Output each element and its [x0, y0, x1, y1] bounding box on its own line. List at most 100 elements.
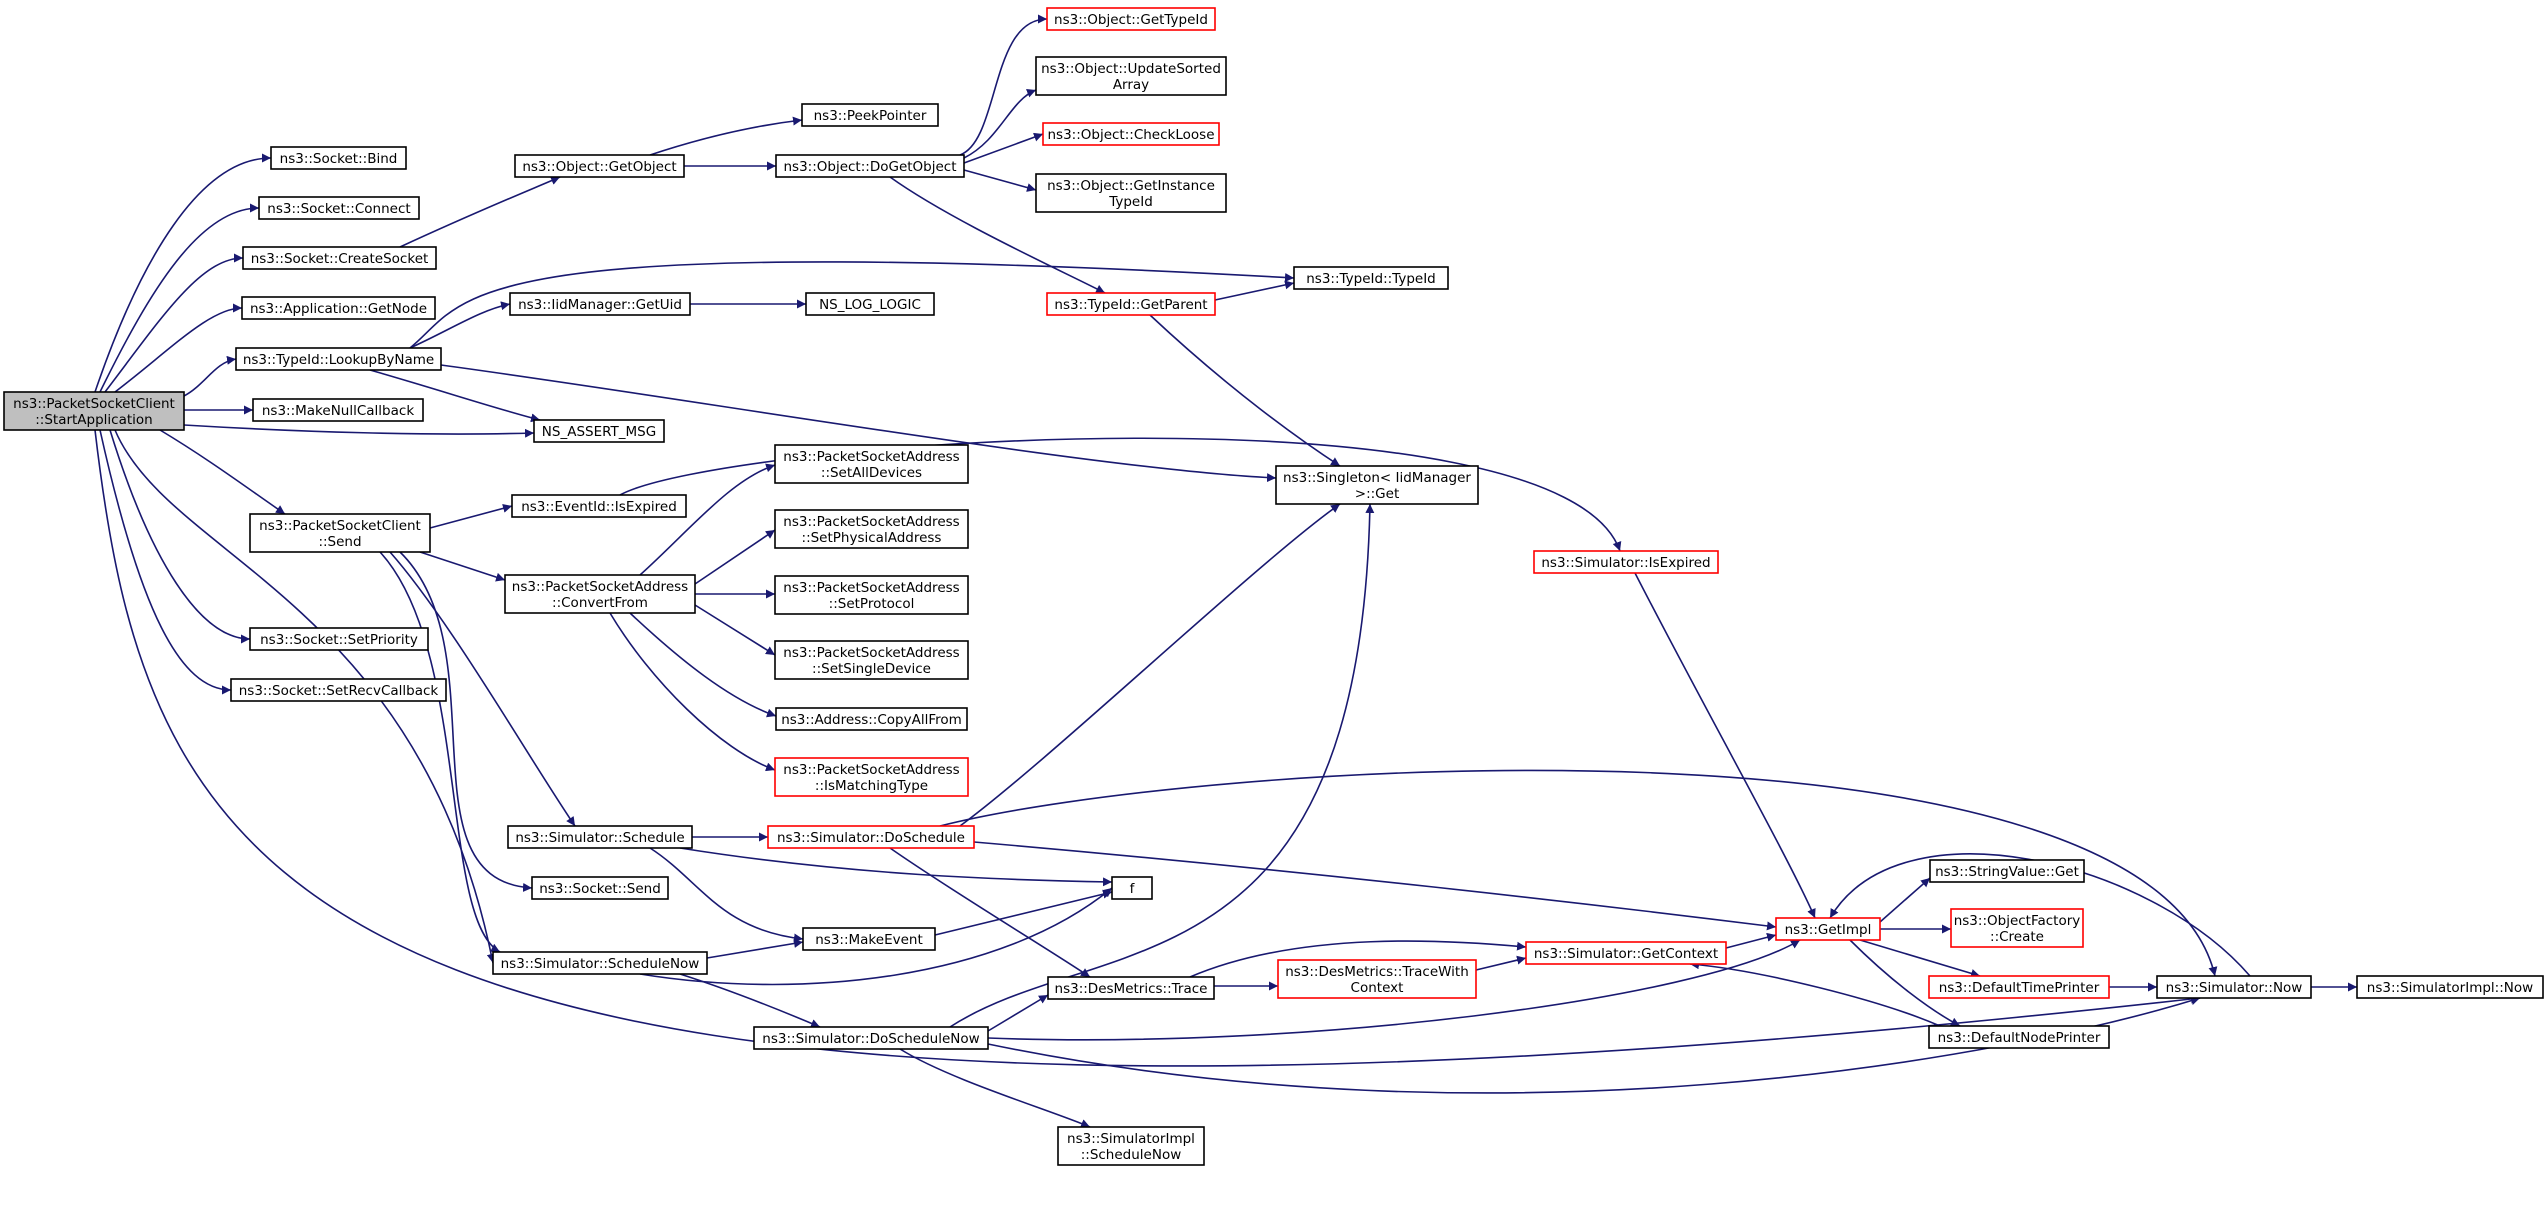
node-app_getnode[interactable]: ns3::Application::GetNode	[241, 296, 436, 320]
node-sim_isexpired[interactable]: ns3::Simulator::IsExpired	[1533, 550, 1719, 574]
node-sim_doschedule[interactable]: ns3::Simulator::DoSchedule	[767, 825, 975, 849]
node-peekpointer[interactable]: ns3::PeekPointer	[801, 103, 939, 127]
node-label-line: ns3::MakeNullCallback	[262, 403, 414, 419]
node-psa_ismatchingtype[interactable]: ns3::PacketSocketAddress::IsMatchingType	[774, 757, 969, 797]
node-box	[774, 444, 969, 484]
node-sim_getcontext[interactable]: ns3::Simulator::GetContext	[1525, 941, 1727, 965]
edge-socket_createsocket-to-object_getobject	[399, 176, 561, 248]
node-object_checkloose[interactable]: ns3::Object::CheckLoose	[1042, 122, 1220, 146]
node-ns_log_logic[interactable]: NS_LOG_LOGIC	[805, 292, 935, 316]
node-box	[1525, 941, 1727, 965]
node-label-line: ns3::Simulator::Schedule	[515, 830, 684, 846]
node-box	[242, 246, 437, 270]
edge-object_dogetobject-to-object_updatesortedarray	[963, 89, 1037, 159]
node-box	[241, 296, 436, 320]
node-sim_schedulenow[interactable]: ns3::Simulator::ScheduleNow	[492, 951, 708, 975]
node-sim_doschedulenow[interactable]: ns3::Simulator::DoScheduleNow	[753, 1026, 989, 1050]
node-object_gettypeid[interactable]: ns3::Object::GetTypeId	[1046, 7, 1216, 31]
node-iidmanager_getuid[interactable]: ns3::IidManager::GetUid	[509, 292, 691, 316]
node-box	[1929, 859, 2085, 883]
node-box	[774, 757, 969, 797]
nodes-layer: ns3::PacketSocketClient::StartApplicatio…	[3, 7, 2544, 1166]
node-typeid_lookupbyname[interactable]: ns3::TypeId::LookupByName	[235, 347, 442, 371]
node-label-line: ::SetSingleDevice	[812, 661, 931, 677]
node-socket_setrecvcallback[interactable]: ns3::Socket::SetRecvCallback	[230, 678, 447, 702]
node-psa_convertfrom[interactable]: ns3::PacketSocketAddress::ConvertFrom	[504, 574, 696, 614]
node-box	[492, 951, 708, 975]
node-box	[1775, 917, 1881, 941]
node-box	[1046, 7, 1216, 31]
node-label-line: ns3::Object::GetInstance	[1047, 178, 1215, 194]
node-label-line: Array	[1113, 77, 1149, 93]
node-typeid_typeid[interactable]: ns3::TypeId::TypeId	[1293, 266, 1449, 290]
node-label-line: TypeId	[1108, 194, 1153, 210]
edge-root-to-ns_assert_msg	[183, 424, 535, 438]
node-socket_bind[interactable]: ns3::Socket::Bind	[270, 146, 407, 170]
node-label-line: ::IsMatchingType	[815, 778, 928, 794]
node-psc_send[interactable]: ns3::PacketSocketClient::Send	[249, 513, 431, 553]
node-makenullcallback[interactable]: ns3::MakeNullCallback	[252, 398, 424, 422]
node-box	[270, 146, 407, 170]
node-address_copyallfrom[interactable]: ns3::Address::CopyAllFrom	[775, 707, 968, 731]
node-defaultnodeprinter[interactable]: ns3::DefaultNodePrinter	[1928, 1025, 2110, 1049]
node-box	[1057, 1126, 1205, 1166]
node-box	[2156, 975, 2312, 999]
node-simimpl_schedulenow[interactable]: ns3::SimulatorImpl::ScheduleNow	[1057, 1126, 1205, 1166]
node-label-line: ns3::PeekPointer	[814, 108, 927, 124]
node-simimpl_now[interactable]: ns3::SimulatorImpl::Now	[2356, 975, 2544, 999]
node-object_getobject[interactable]: ns3::Object::GetObject	[514, 154, 685, 178]
node-defaulttimeprinter[interactable]: ns3::DefaultTimePrinter	[1928, 975, 2110, 999]
edge-root-to-psc_send	[159, 429, 286, 515]
node-label-line: ns3::TypeId::GetParent	[1054, 297, 1207, 313]
node-socket_createsocket[interactable]: ns3::Socket::CreateSocket	[242, 246, 437, 270]
node-box	[775, 707, 968, 731]
edge-psc_send-to-sim_schedulenow	[379, 551, 501, 953]
node-label-line: ::SetProtocol	[829, 596, 915, 612]
node-typeid_getparent[interactable]: ns3::TypeId::GetParent	[1046, 292, 1216, 316]
node-label-line: ns3::Object::GetTypeId	[1054, 12, 1208, 28]
node-box	[805, 292, 935, 316]
node-label-line: ns3::PacketSocketAddress	[512, 579, 688, 595]
edge-psc_send-to-sim_schedule	[389, 551, 576, 827]
node-makeevent[interactable]: ns3::MakeEvent	[802, 927, 936, 951]
node-socket_setpriority[interactable]: ns3::Socket::SetPriority	[249, 627, 429, 651]
node-socket_send[interactable]: ns3::Socket::Send	[531, 876, 669, 900]
node-ns_assert_msg[interactable]: NS_ASSERT_MSG	[533, 419, 665, 443]
node-label-line: ns3::ObjectFactory	[1954, 913, 2081, 929]
node-psa_setprotocol[interactable]: ns3::PacketSocketAddress::SetProtocol	[774, 575, 969, 615]
edge-psc_send-to-psa_convertfrom	[419, 551, 506, 582]
edge-typeid_getparent-to-singleton_get	[1149, 314, 1341, 467]
node-psa_setphysicaladdress[interactable]: ns3::PacketSocketAddress::SetPhysicalAdd…	[774, 509, 969, 549]
node-label-line: ns3::Simulator::DoScheduleNow	[762, 1031, 979, 1047]
node-box	[235, 347, 442, 371]
node-socket_connect[interactable]: ns3::Socket::Connect	[258, 196, 420, 220]
node-box	[774, 509, 969, 549]
node-label-line: ::Send	[318, 534, 361, 550]
node-sim_now[interactable]: ns3::Simulator::Now	[2156, 975, 2312, 999]
node-object_dogetobject[interactable]: ns3::Object::DoGetObject	[775, 154, 965, 178]
node-f[interactable]: f	[1111, 876, 1153, 900]
edge-sim_doschedulenow-to-simimpl_schedulenow	[899, 1048, 1091, 1128]
node-objectfactory_create[interactable]: ns3::ObjectFactory::Create	[1950, 908, 2084, 948]
node-label-line: ns3::PacketSocketAddress	[783, 514, 959, 530]
node-psa_setsingledevice[interactable]: ns3::PacketSocketAddress::SetSingleDevic…	[774, 640, 969, 680]
node-box	[767, 825, 975, 849]
node-sim_schedule[interactable]: ns3::Simulator::Schedule	[507, 825, 693, 849]
node-psa_setalldevices[interactable]: ns3::PacketSocketAddress::SetAllDevices	[774, 444, 969, 484]
node-box	[249, 513, 431, 553]
node-label-line: ::SetPhysicalAddress	[802, 530, 942, 546]
edge-object_dogetobject-to-object_checkloose	[963, 132, 1044, 164]
node-label-line: ns3::Socket::SetPriority	[260, 632, 418, 648]
node-singleton_get[interactable]: ns3::Singleton< IidManager >::Get	[1275, 465, 1479, 505]
node-box	[774, 575, 969, 615]
node-getimpl[interactable]: ns3::GetImpl	[1775, 917, 1881, 941]
node-stringvalue_get[interactable]: ns3::StringValue::Get	[1929, 859, 2085, 883]
edge-psa_convertfrom-to-psa_ismatchingtype	[609, 612, 776, 772]
node-desmetrics_trace[interactable]: ns3::DesMetrics::Trace	[1047, 976, 1215, 1000]
node-eventid_isexpired[interactable]: ns3::EventId::IsExpired	[511, 494, 687, 518]
edge-root-to-sim_schedulenow	[114, 429, 496, 964]
node-box	[507, 825, 693, 849]
